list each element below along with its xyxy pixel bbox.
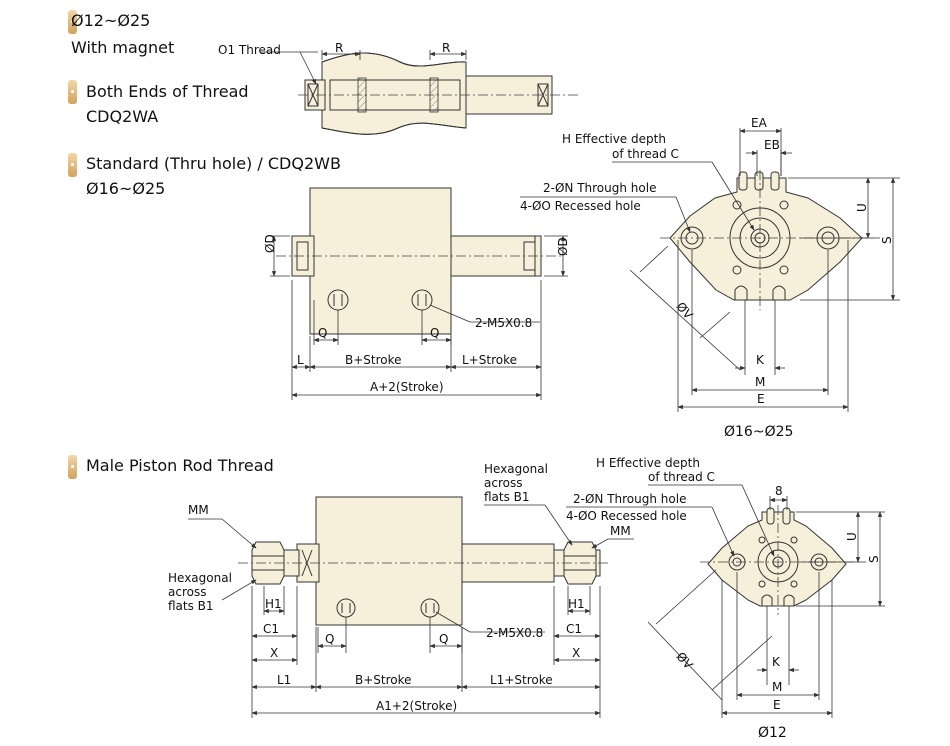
heading-male-rod: Male Piston Rod Thread xyxy=(86,456,274,475)
label-q-right: Q xyxy=(430,326,439,340)
label-d-right: ØD xyxy=(556,237,570,256)
label-port-male: 2-M5X0.8 xyxy=(486,626,543,640)
label-e: E xyxy=(757,392,765,406)
label-recessed-hole-b: 4-ØO Recessed hole xyxy=(566,509,687,523)
label-d-left: ØD xyxy=(263,234,277,253)
heading-with-magnet: With magnet xyxy=(71,38,175,57)
caption-standard-size: Ø16~Ø25 xyxy=(724,424,793,440)
heading-both-ends: Both Ends of Thread xyxy=(86,82,249,101)
label-q-right-male: Q xyxy=(439,632,448,646)
label-s: S xyxy=(880,236,894,244)
rod-section-drawing: O1 Thread R R xyxy=(218,41,578,135)
caption-size-12: Ø12 xyxy=(758,725,787,741)
standard-side-view: ØD ØD Q Q 2-M5X0.8 L B+Stroke L+Stroke A… xyxy=(263,187,570,400)
label-mm-left: MM xyxy=(188,503,209,517)
section-bullet-male-rod xyxy=(68,455,77,479)
label-q-left-male: Q xyxy=(325,632,334,646)
label-k-b: K xyxy=(772,655,781,669)
heading-standard: Standard (Thru hole) / CDQ2WB xyxy=(86,154,341,173)
label-l-stroke: L+Stroke xyxy=(462,353,517,367)
label-x-right: X xyxy=(572,646,580,660)
label-hex-right-2: across xyxy=(484,476,522,490)
label-s-b: S xyxy=(867,555,881,563)
label-b-stroke: B+Stroke xyxy=(345,353,402,367)
label-m: M xyxy=(755,375,765,389)
label-eight: 8 xyxy=(775,484,783,498)
label-u: U xyxy=(855,203,869,212)
section-bullet-standard xyxy=(68,153,77,177)
label-h-effective-2-b: of thread C xyxy=(648,470,715,484)
label-v: ØV xyxy=(673,299,696,322)
heading-model-cdq2wa: CDQ2WA xyxy=(86,107,159,126)
label-hex-right-3: flats B1 xyxy=(484,490,530,504)
label-b-stroke-male: B+Stroke xyxy=(355,673,412,687)
label-recessed-hole: 4-ØO Recessed hole xyxy=(520,199,641,213)
label-l1-stroke: L1+Stroke xyxy=(490,673,553,687)
label-x-left: X xyxy=(270,646,278,660)
end-view-standard: EA EB H Effective depth of thread C 2-ØN… xyxy=(520,116,900,440)
label-a1-stroke: A1+2(Stroke) xyxy=(376,699,457,713)
label-h1-left: H1 xyxy=(265,597,282,611)
heading-standard-size: Ø16~Ø25 xyxy=(86,179,166,198)
end-view-12: 8 H Effective depth of thread C 2-ØN Thr… xyxy=(566,456,885,741)
label-hex-right-1: Hexagonal xyxy=(484,462,548,476)
label-through-hole: 2-ØN Through hole xyxy=(543,181,656,195)
label-u-b: U xyxy=(845,532,859,541)
label-hex-left-2: across xyxy=(168,585,206,599)
label-o1-thread: O1 Thread xyxy=(218,43,281,57)
label-port-standard: 2-M5X0.8 xyxy=(475,316,532,330)
male-rod-side-view: MM Hexagonal across flats B1 Hexagonal a… xyxy=(168,462,634,718)
label-l: L xyxy=(297,353,304,367)
label-through-hole-b: 2-ØN Through hole xyxy=(573,492,686,506)
label-h-effective-2: of thread C xyxy=(612,147,679,161)
label-hex-left-1: Hexagonal xyxy=(168,571,232,585)
section-bullet-magnet xyxy=(68,10,77,34)
label-l1: L1 xyxy=(277,673,291,687)
label-c1-right: C1 xyxy=(566,622,582,636)
label-a-stroke: A+2(Stroke) xyxy=(370,380,444,394)
label-mm-right: MM xyxy=(610,524,631,538)
label-k: K xyxy=(756,353,765,367)
section-bullet-both-ends xyxy=(68,80,77,104)
label-q-left: Q xyxy=(318,326,327,340)
label-r-right: R xyxy=(442,41,450,55)
label-hex-left-3: flats B1 xyxy=(168,599,214,613)
label-e-b: E xyxy=(773,698,781,712)
label-r-left: R xyxy=(335,41,343,55)
label-ea: EA xyxy=(751,116,768,130)
label-h-effective-1-b: H Effective depth xyxy=(596,456,700,470)
label-c1-left: C1 xyxy=(263,622,279,636)
label-h-effective-1: H Effective depth xyxy=(562,132,666,146)
label-m-b: M xyxy=(772,680,782,694)
label-eb: EB xyxy=(764,138,780,152)
heading-magnet-size: Ø12~Ø25 xyxy=(71,11,151,30)
label-h1-right: H1 xyxy=(568,597,585,611)
